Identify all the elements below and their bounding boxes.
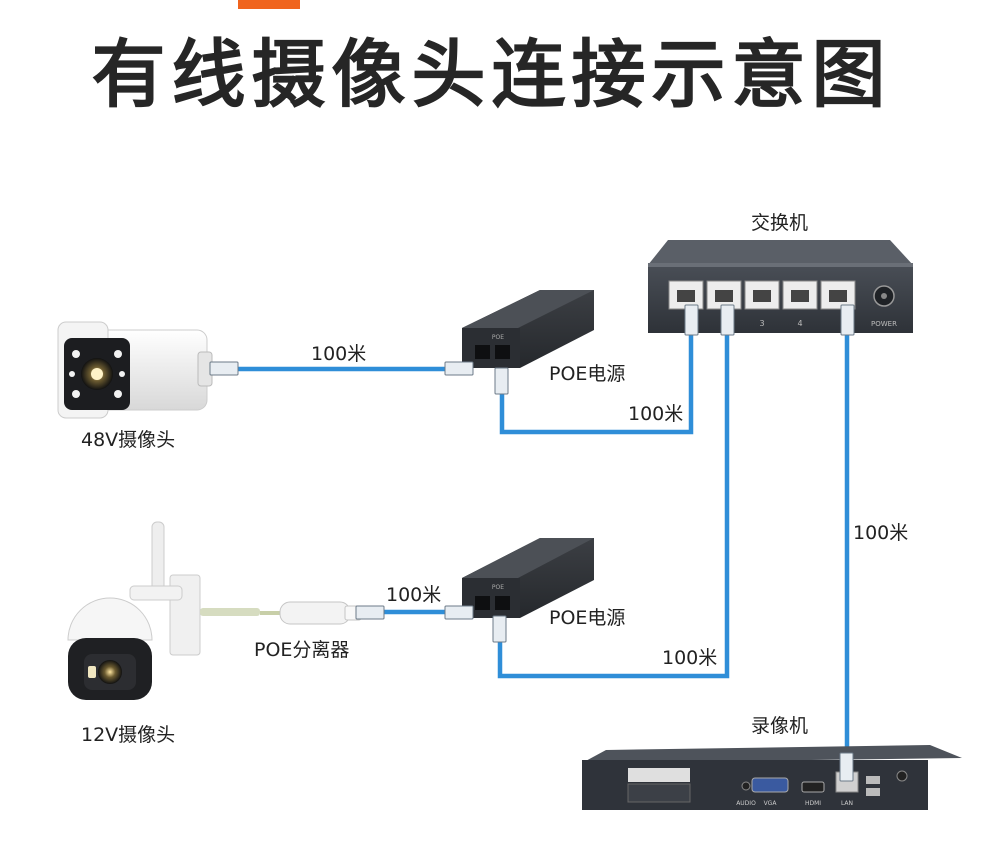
switch-label: 交换机 [751,212,809,234]
diagram-title: 有线摄像头连接示意图 [91,32,892,118]
poe-power-label-bottom: POE电源 [549,607,626,629]
cable-length-label: 100米 [662,647,718,669]
cable-poe-bottom-switch [497,330,730,679]
nvr-port-audio: AUDIO [736,800,756,807]
cable-length-label: 100米 [853,522,909,544]
poe-power-label-top: POE电源 [549,363,626,385]
cable-length-label: 100米 [386,584,442,606]
top-accent-bar [238,0,300,9]
poe-brand-bottom: POE [492,584,504,591]
nvr-recorder-icon: AUDIO VGA HDMI LAN [582,745,962,810]
nvr-label: 录像机 [751,715,809,737]
poe-injector-bottom: POE [462,538,594,618]
cable-poe-top-switch [499,330,694,435]
switch-port-label-3: 3 [759,319,764,328]
rj45-plug-splitter [355,605,385,620]
rj45-plugs-poe-top [444,361,509,395]
cables [236,330,850,758]
camera-48v-label: 48V摄像头 [81,429,176,451]
rj45-plug-camera48v [209,361,239,376]
poe-brand-top: POE [492,334,504,341]
poe-splitter-label: POE分离器 [254,639,350,661]
ptz-camera-icon [67,521,201,700]
bullet-camera-icon [57,321,213,419]
cable-length-label: 100米 [628,403,684,425]
camera-12v-label: 12V摄像头 [81,724,176,746]
cable-length-label: 100米 [311,343,367,365]
poe-injector-top: POE [462,290,594,368]
nvr-port-hdmi: HDMI [805,800,821,807]
nvr-port-lan: LAN [841,800,853,807]
switch-power-label: POWER [871,320,897,328]
nvr-port-vga: VGA [764,800,778,807]
rj45-plug-nvr [839,752,854,782]
rj45-plugs-switch [684,304,855,336]
poe-splitter-icon [200,601,362,625]
switch-port-label-4: 4 [797,319,802,328]
rj45-plugs-poe-bottom [444,605,507,643]
